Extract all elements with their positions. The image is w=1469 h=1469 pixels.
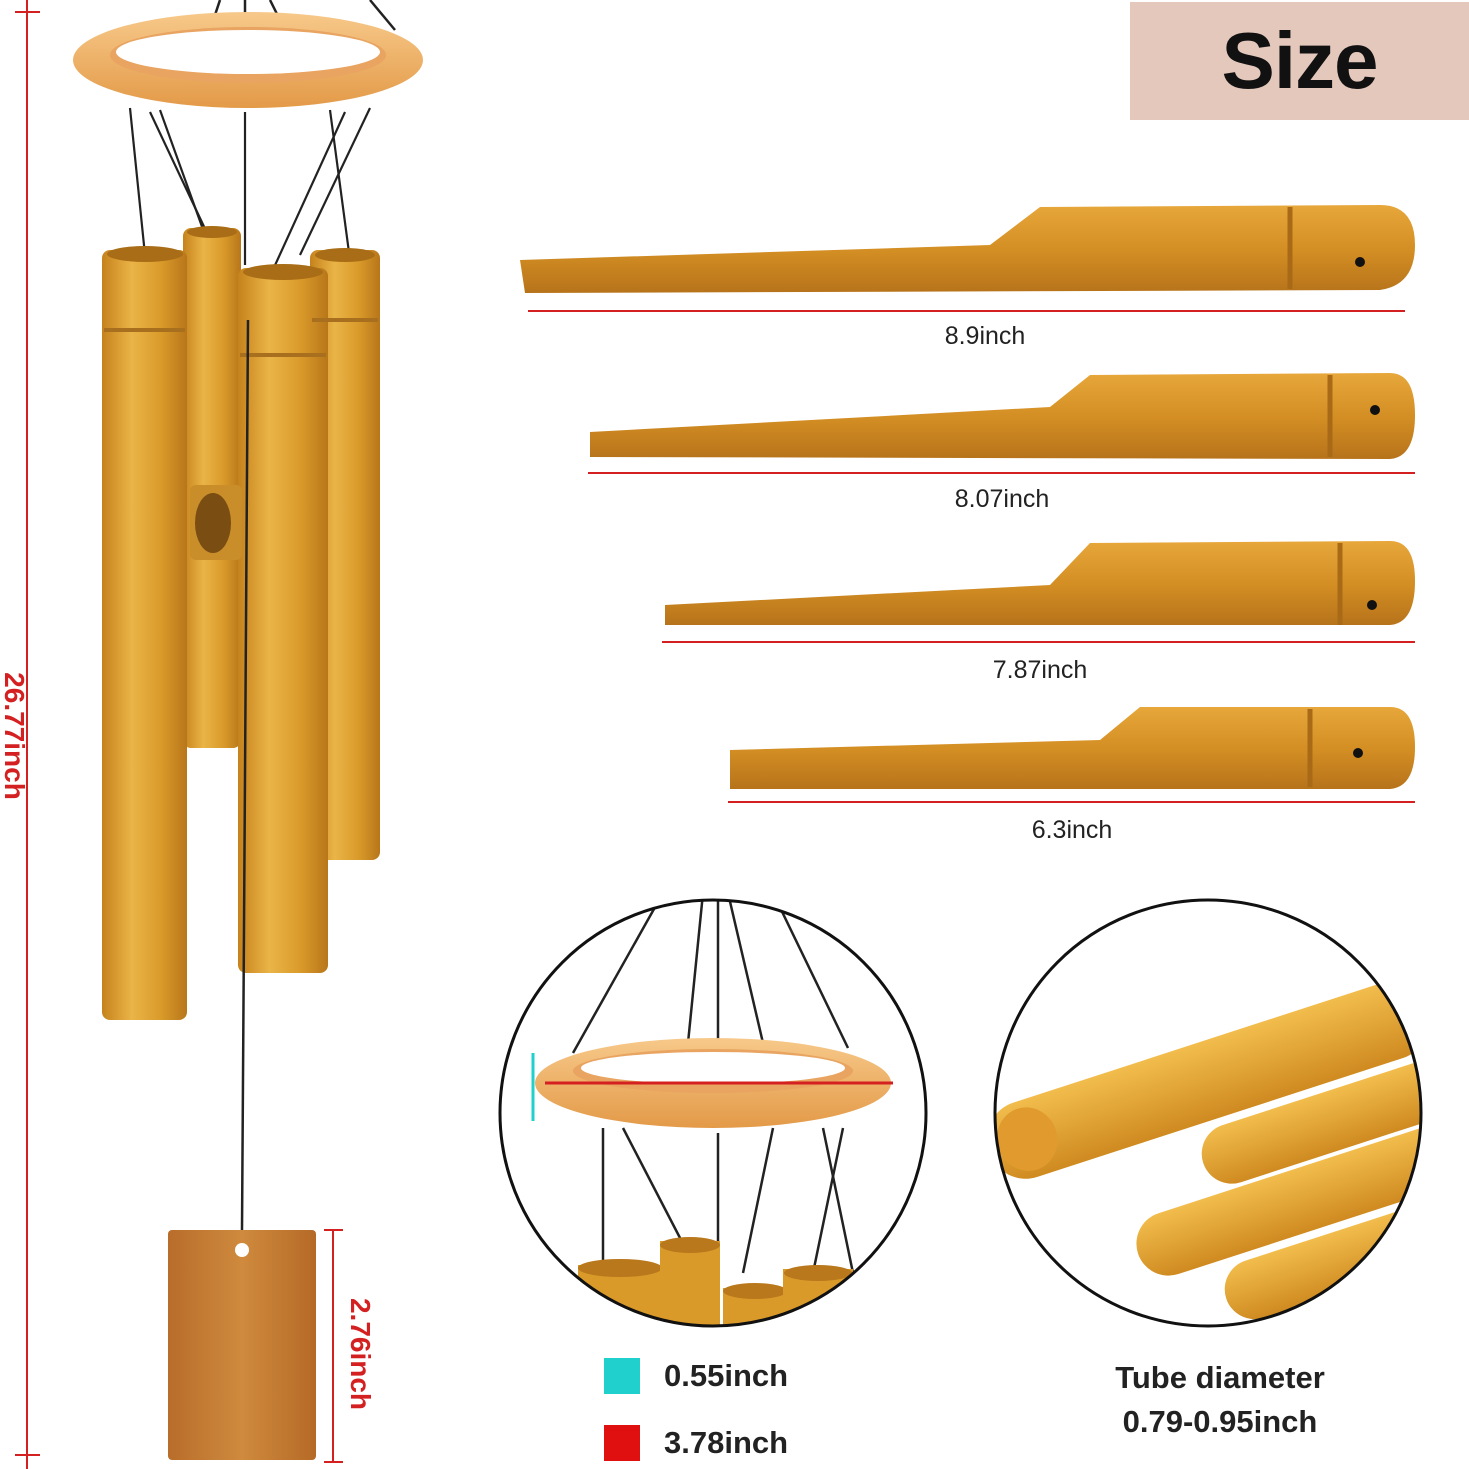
tube-3 (662, 541, 1415, 643)
tube-length-label-4: 6.3inch (1031, 816, 1113, 844)
tube-diameter-detail-view (993, 898, 1423, 1328)
total-height-label: 26.77inch (0, 672, 30, 800)
legend-label-diameter: 3.78inch (664, 1425, 789, 1460)
tube-length-label-3: 7.87inch (992, 656, 1088, 684)
legend-swatch-diameter (604, 1425, 640, 1461)
ring (73, 12, 423, 108)
tube-set (520, 205, 1415, 803)
tube-4 (728, 707, 1415, 803)
tube-diameter-title: Tube diameter (1115, 1360, 1325, 1395)
legend-swatch-height (604, 1358, 640, 1394)
bamboo-tubes (102, 226, 380, 1020)
wood-striker (168, 1230, 316, 1460)
ring-detail-view (498, 898, 928, 1328)
wind-chime-illustration (15, 0, 423, 1469)
tube-1 (520, 205, 1415, 312)
tube-length-label-1: 8.9inch (944, 322, 1026, 350)
tube-diameter-text: Tube diameter 0.79-0.95inch (1060, 1356, 1380, 1444)
wood-piece-height-label: 2.76inch (345, 1297, 376, 1411)
size-title: Size (1221, 16, 1378, 105)
tube-2 (588, 373, 1415, 474)
size-badge: Size (1130, 2, 1469, 120)
legend-label-height: 0.55inch (664, 1358, 789, 1393)
tube-diameter-value: 0.79-0.95inch (1122, 1404, 1318, 1439)
tube-length-label-2: 8.07inch (954, 485, 1050, 513)
